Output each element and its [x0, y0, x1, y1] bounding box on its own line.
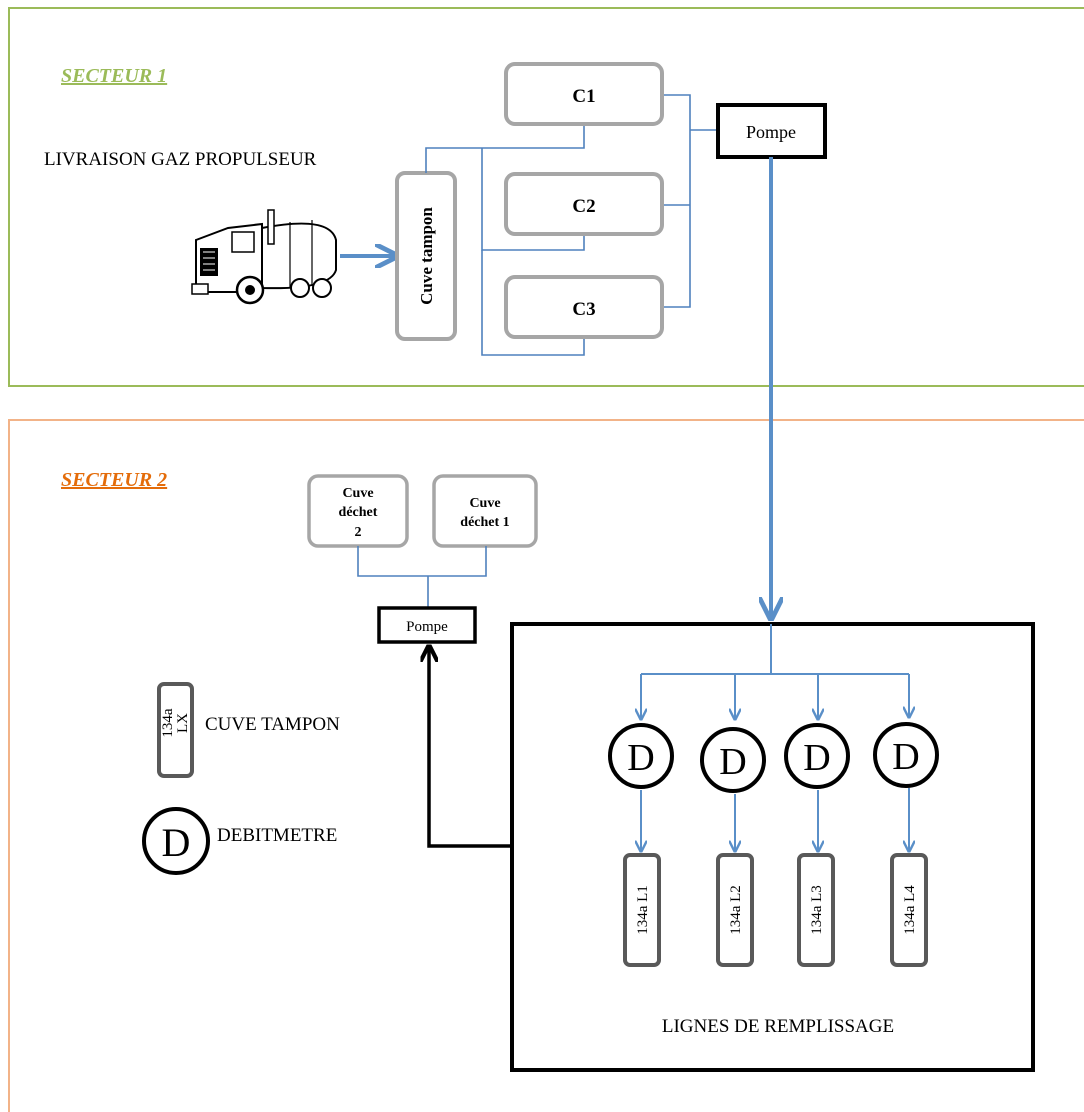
waste-tank-1-line1: Cuve: [469, 496, 500, 511]
sector1-title: SECTEUR 1: [61, 65, 167, 87]
flow-meter-1-symbol: D: [627, 737, 654, 779]
main-pump-label: Pompe: [746, 122, 796, 142]
distribution-pipes: [641, 624, 909, 850]
flow-meter-3: D: [784, 723, 850, 789]
legend-buffer-symbol-text-1: 134a: [160, 708, 176, 738]
line-tank-l2: 134a L2: [716, 853, 754, 967]
storage-tank-c3: C3: [504, 275, 664, 339]
waste-pipes: [357, 546, 487, 608]
return-line: [429, 648, 512, 848]
filling-lines-label: LIGNES DE REMPLISSAGE: [662, 1016, 894, 1037]
tank-label-c2: C2: [572, 196, 595, 217]
line-tank-l3: 134a L3: [797, 853, 835, 967]
tank-label-c3: C3: [572, 299, 595, 320]
buffer-tank-label: Cuve tampon: [417, 207, 436, 305]
legend-buffer-tank-symbol: 134a LX: [157, 682, 194, 778]
waste-tank-2-line1: Cuve: [342, 486, 373, 501]
flow-meter-3-symbol: D: [803, 737, 830, 779]
legend-buffer-symbol-text-2: LX: [175, 713, 191, 733]
flow-meter-4-symbol: D: [892, 736, 919, 778]
sector1-pipes: [425, 94, 718, 356]
flow-meter-1: D: [608, 723, 674, 789]
waste-tank-1-line2: déchet 1: [460, 515, 509, 530]
waste-pump-label: Pompe: [406, 619, 448, 635]
line-tank-l2-label: 134a L2: [728, 885, 744, 935]
sector1-frame: [8, 7, 1084, 387]
sector2-title: SECTEUR 2: [61, 469, 167, 491]
waste-tank-2-line2: déchet: [339, 505, 378, 520]
tank-label-c1: C1: [572, 86, 595, 107]
flow-meter-2: D: [700, 727, 766, 793]
flow-meter-2-symbol: D: [719, 741, 746, 783]
waste-pump: [377, 606, 477, 644]
legend: 134a LX CUVE TAMPON D DEBITMETRE: [142, 682, 340, 875]
delivery-label: LIVRAISON GAZ PROPULSEUR: [44, 149, 317, 170]
flow-meter-4: D: [873, 722, 939, 788]
storage-tank-c1: C1: [504, 62, 664, 126]
filling-lines-box: [510, 622, 1035, 1072]
waste-tank-2: Cuve déchet 2: [307, 474, 409, 548]
line-tank-l3-label: 134a L3: [809, 885, 825, 935]
legend-meter-label: DEBITMETRE: [217, 825, 337, 846]
legend-flow-meter-symbol: D: [142, 807, 210, 875]
line-tank-l4-label: 134a L4: [902, 885, 918, 935]
legend-buffer-label: CUVE TAMPON: [205, 714, 340, 735]
waste-tank-2-line3: 2: [355, 525, 362, 540]
line-tank-l1: 134a L1: [623, 853, 661, 967]
sector2-frame: [8, 419, 1084, 1112]
tanker-truck-icon: [190, 205, 340, 305]
line-tank-l4: 134a L4: [890, 853, 928, 967]
legend-meter-symbol-text: D: [162, 820, 191, 865]
waste-tank-1: Cuve déchet 1: [432, 474, 538, 548]
storage-tank-c2: C2: [504, 172, 664, 236]
line-tank-l1-label: 134a L1: [635, 885, 651, 935]
